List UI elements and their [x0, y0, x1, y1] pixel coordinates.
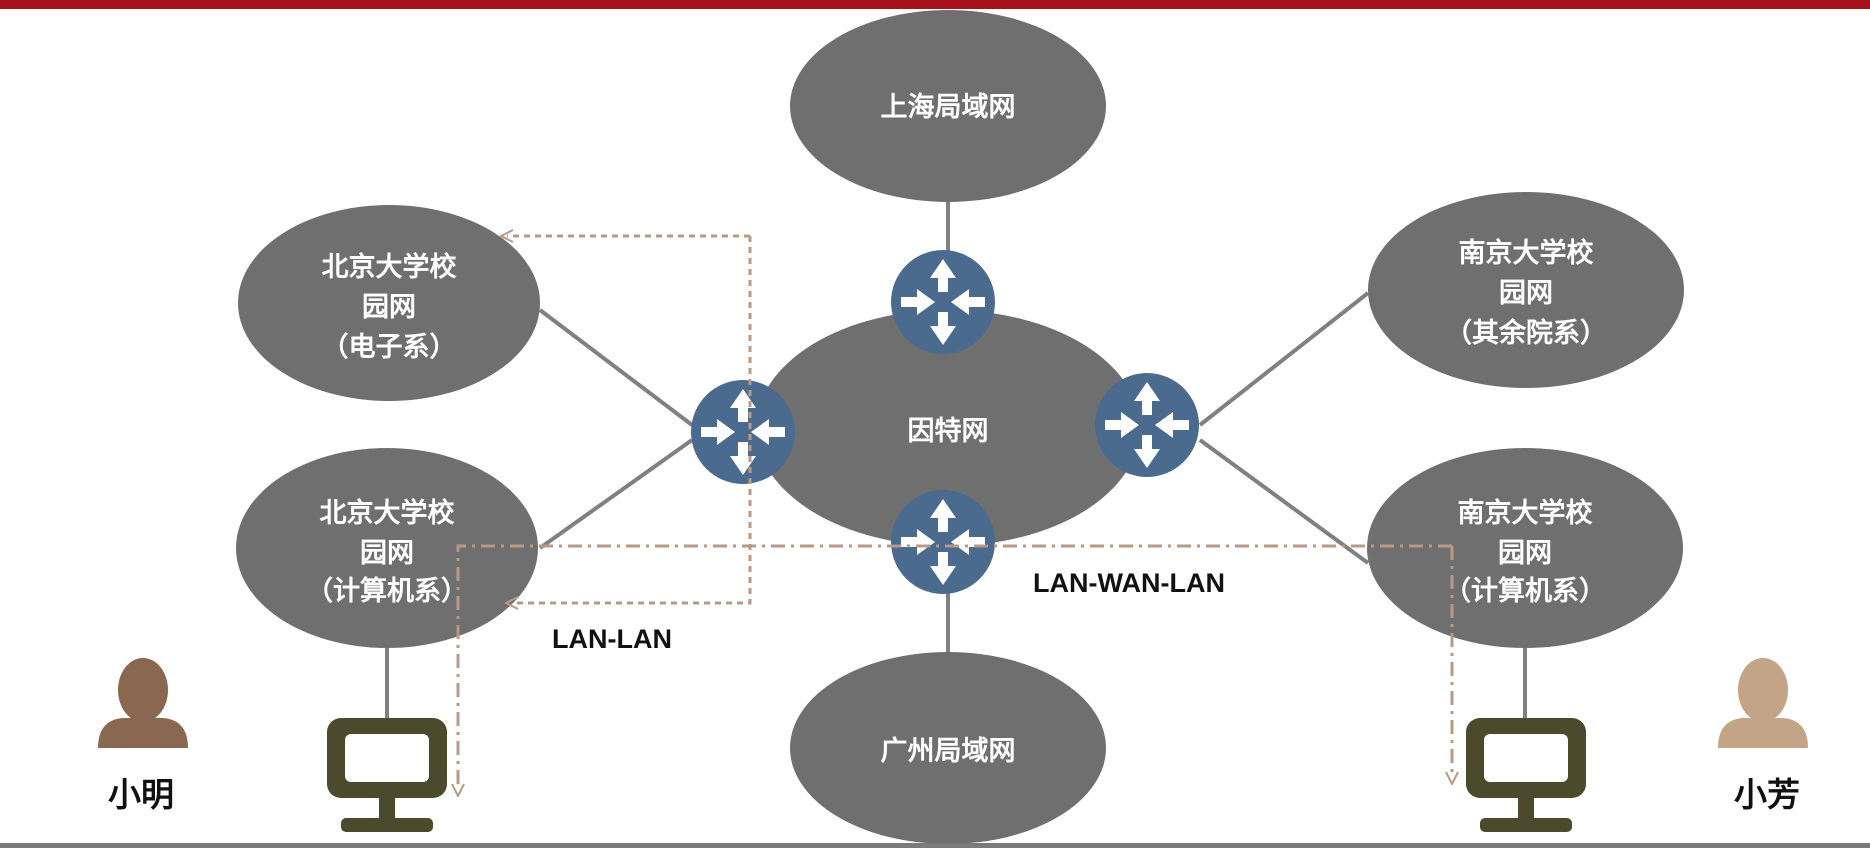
router-icon [1095, 373, 1199, 477]
person-icon [98, 658, 188, 748]
node-label-shanghai: 上海局域网 [881, 92, 1016, 123]
router-icon [891, 490, 995, 594]
person-icon [1718, 658, 1808, 748]
node-label-beijing-ee-1: 北京大学校 [322, 251, 457, 283]
computer-icon [327, 718, 447, 832]
node-label-internet: 因特网 [908, 416, 989, 447]
node-label-beijing-ee-2: 园网 [362, 292, 416, 323]
link-nanjing-other [1198, 291, 1370, 427]
node-nanjing-other [1368, 192, 1684, 388]
computer-icon [1466, 718, 1586, 832]
link-beijing-ee [538, 308, 694, 427]
node-shanghai [790, 10, 1106, 202]
connector-lines [385, 200, 1527, 720]
node-guangzhou [790, 652, 1106, 844]
link-beijing-cs [538, 438, 694, 550]
node-label-nanjing-cs-3: （计算机系） [1444, 575, 1606, 607]
node-label-beijing-cs-1: 北京大学校 [320, 497, 455, 529]
lan-wan-lan-path [458, 544, 1452, 790]
node-label-beijing-cs-2: 园网 [360, 538, 414, 569]
node-label-nanjing-other-2: 园网 [1499, 278, 1553, 309]
router-icon [691, 380, 795, 484]
node-beijing-cs [236, 448, 538, 648]
router-icon [891, 250, 995, 354]
person-label-left: 小明 [108, 775, 174, 814]
bottom-rule [0, 843, 1870, 848]
node-label-nanjing-other-3: （其余院系） [1445, 317, 1607, 349]
node-label-beijing-cs-3: （计算机系） [306, 575, 468, 607]
node-label-beijing-ee-3: （电子系） [322, 332, 457, 363]
node-label-nanjing-cs-1: 南京大学校 [1458, 497, 1593, 529]
node-label-nanjing-other-1: 南京大学校 [1459, 237, 1594, 269]
lan-lan-label: LAN-LAN [552, 624, 672, 654]
header-bar [0, 0, 1870, 9]
link-nanjing-cs [1198, 438, 1370, 565]
node-nanjing-cs [1367, 448, 1683, 648]
node-beijing-ee [238, 205, 540, 401]
lan-lan-path [512, 236, 752, 603]
person-label-right: 小芳 [1734, 775, 1800, 814]
lan-wan-lan-label: LAN-WAN-LAN [1033, 568, 1225, 598]
node-label-nanjing-cs-2: 园网 [1498, 538, 1552, 569]
node-label-guangzhou: 广州局域网 [881, 736, 1016, 767]
node-internet [756, 310, 1140, 546]
